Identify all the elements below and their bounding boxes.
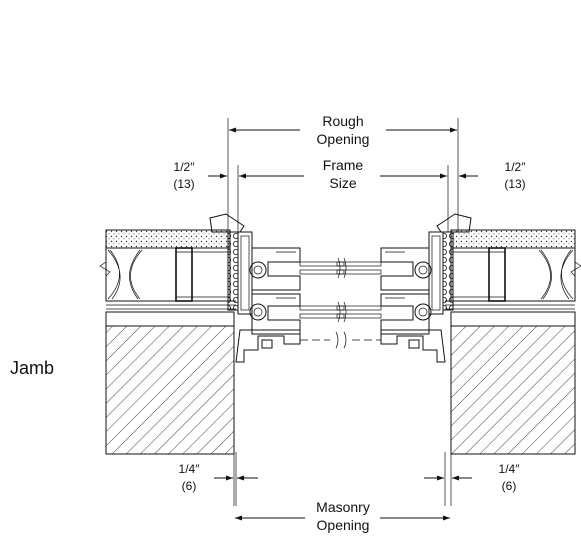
right-bottom-dim-imperial: 1/4″ [499, 462, 521, 476]
left-stud [175, 247, 193, 302]
left-wall [99, 229, 236, 455]
left-window-frame [209, 213, 345, 363]
right-insulation-area [450, 247, 576, 302]
right-stucco-band [450, 229, 576, 249]
left-insulation-zigzag [107, 249, 143, 300]
left-stucco-band [105, 229, 231, 249]
right-window-frame [336, 213, 472, 363]
right-insulation-zigzag [538, 249, 574, 300]
left-foam-strip [227, 231, 239, 311]
center-break-marks [300, 257, 381, 349]
right-bottom-dim-metric: (6) [502, 479, 517, 493]
rough-opening-label-line2: Opening [317, 131, 370, 147]
right-stud [488, 247, 506, 302]
right-top-dim-imperial: 1/2″ [505, 160, 527, 174]
left-masonry [105, 325, 235, 455]
right-wall [445, 229, 581, 455]
frame-size-label-line2: Size [329, 175, 356, 191]
masonry-opening-label-line1: Masonry [316, 499, 370, 515]
right-top-dim-metric: (13) [504, 177, 525, 191]
masonry-opening-label-line2: Opening [317, 517, 370, 533]
left-top-dim-imperial: 1/2″ [174, 160, 196, 174]
rough-opening-label-line1: Rough [322, 113, 363, 129]
left-bottom-dim-metric: (6) [182, 479, 197, 493]
right-foam-strip [442, 231, 454, 311]
left-bottom-dim-imperial: 1/4″ [179, 462, 201, 476]
left-top-dim-metric: (13) [173, 177, 194, 191]
frame-size-label-line1: Frame [323, 157, 364, 173]
right-masonry [450, 325, 576, 455]
jamb-section-label: Jamb [10, 358, 54, 378]
dimension-lines [208, 118, 478, 521]
left-insulation-area [105, 247, 231, 302]
